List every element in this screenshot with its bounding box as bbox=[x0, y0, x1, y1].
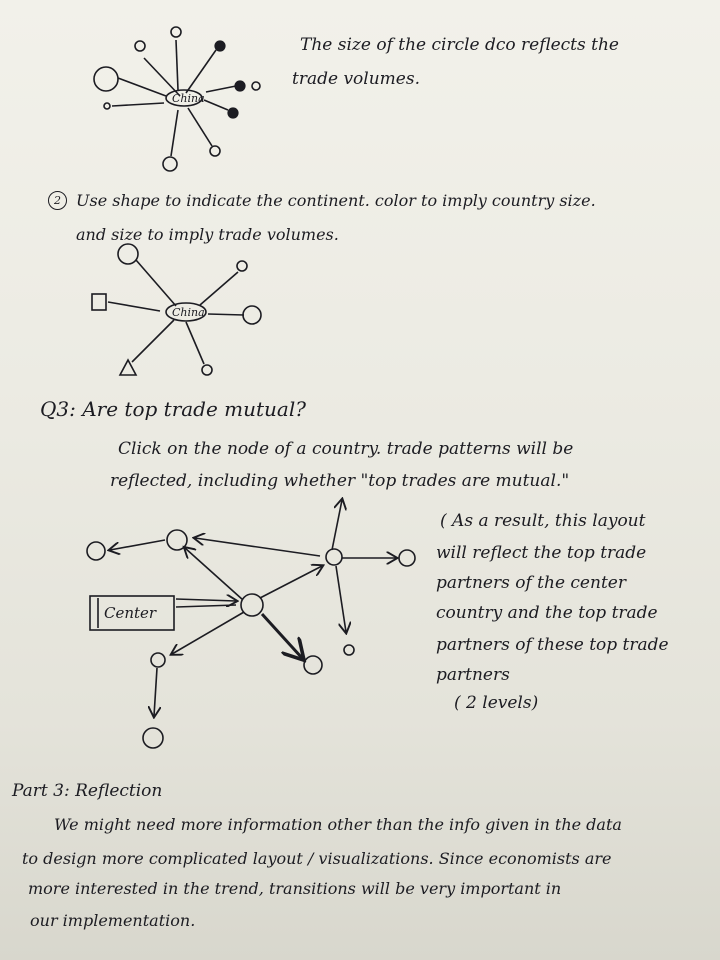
node-circle bbox=[86, 541, 106, 561]
node-circle bbox=[251, 81, 261, 91]
node-circle bbox=[242, 305, 262, 325]
node-circle-filled bbox=[214, 40, 226, 52]
spoke-line bbox=[135, 259, 177, 307]
node-circle bbox=[398, 549, 416, 567]
node-circle bbox=[170, 26, 182, 38]
spoke-line bbox=[207, 313, 245, 316]
idea-line: Use shape to indicate the continent. col… bbox=[76, 191, 596, 210]
spoke-line bbox=[111, 102, 165, 107]
node-circle bbox=[103, 102, 111, 110]
node-circle-large bbox=[117, 243, 139, 265]
q3-note-line: partners of these top trade bbox=[436, 635, 669, 655]
spoke-line bbox=[185, 321, 205, 365]
edge-arrow bbox=[154, 667, 157, 716]
edge-line bbox=[175, 604, 237, 608]
edge-arrow bbox=[110, 539, 166, 550]
spoke-line bbox=[143, 57, 181, 97]
reflection-line: more interested in the trend, transition… bbox=[28, 879, 562, 898]
node-circle bbox=[343, 644, 355, 656]
node-circle bbox=[142, 727, 164, 749]
item-number: 2 bbox=[54, 194, 61, 207]
spoke-line bbox=[185, 49, 217, 94]
q3-line: reflected, including whether "top trades… bbox=[110, 471, 570, 491]
node-circle bbox=[240, 593, 264, 617]
node-circle bbox=[166, 529, 188, 551]
q3-note-line: country and the top trade bbox=[436, 603, 658, 623]
center-node bbox=[165, 89, 203, 107]
node-circle bbox=[150, 652, 166, 668]
q3-note-line: partners of the center bbox=[436, 573, 626, 593]
spoke-line bbox=[170, 109, 179, 157]
spoke-line bbox=[199, 271, 239, 306]
spoke-line bbox=[203, 99, 229, 111]
q3-note-line: ( 2 levels) bbox=[454, 693, 539, 713]
spoke-line bbox=[117, 77, 167, 97]
spoke-line bbox=[131, 319, 175, 363]
edge-arrow bbox=[175, 599, 236, 601]
q3-note-line: will reflect the top trade bbox=[436, 543, 647, 563]
spoke-line bbox=[187, 107, 213, 147]
reflection-line: to design more complicated layout / visu… bbox=[22, 849, 612, 868]
node-triangle bbox=[118, 358, 138, 376]
node-circle bbox=[162, 156, 178, 172]
node-circle bbox=[236, 260, 248, 272]
edge-arrow bbox=[335, 565, 346, 632]
q3-heading: Q3: Are top trade mutual? bbox=[40, 397, 306, 421]
node-circle bbox=[303, 655, 323, 675]
part3-heading: Part 3: Reflection bbox=[12, 781, 163, 801]
q3-note-line: ( As a result, this layout bbox=[440, 511, 646, 531]
node-circle bbox=[209, 145, 221, 157]
center-node-label: China bbox=[172, 92, 205, 105]
spoke-line bbox=[175, 39, 179, 91]
note-line: The size of the circle dco reflects the bbox=[300, 35, 619, 55]
edge-arrow bbox=[260, 612, 302, 658]
edge-arrow bbox=[195, 538, 321, 557]
center-box bbox=[89, 595, 175, 631]
idea-line: and size to imply trade volumes. bbox=[76, 225, 339, 244]
edge-arrow bbox=[172, 611, 245, 654]
node-circle bbox=[325, 548, 343, 566]
q3-note-line: partners bbox=[436, 665, 510, 685]
node-circle bbox=[201, 364, 213, 376]
center-node bbox=[165, 302, 207, 322]
reflection-line: We might need more information other tha… bbox=[54, 815, 622, 834]
q3-line: Click on the node of a country. trade pa… bbox=[118, 439, 574, 459]
node-circle-filled bbox=[227, 107, 239, 119]
node-circle-large bbox=[93, 66, 119, 92]
edge-arrow bbox=[259, 566, 322, 599]
node-circle-filled bbox=[234, 80, 246, 92]
center-box-label: Center bbox=[104, 604, 157, 622]
edge-arrow bbox=[331, 500, 342, 551]
item-number-circle: 2 bbox=[48, 191, 67, 210]
spoke-line bbox=[107, 301, 161, 312]
center-node-label: China bbox=[172, 306, 205, 319]
reflection-line: our implementation. bbox=[30, 911, 196, 930]
edge-arrow bbox=[185, 548, 244, 601]
node-circle bbox=[134, 40, 146, 52]
spoke-line bbox=[205, 85, 237, 93]
note-line: trade volumes. bbox=[292, 69, 420, 89]
node-square bbox=[91, 293, 107, 311]
